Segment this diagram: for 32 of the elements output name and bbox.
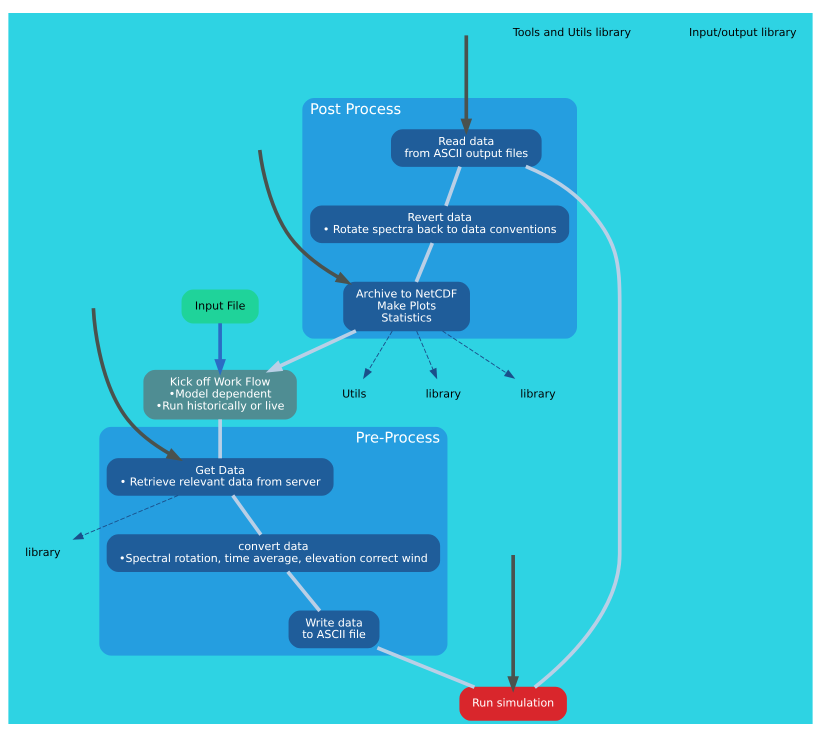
node-box: Write data to ASCII file — [288, 610, 380, 648]
node-box: Read data from ASCII output files — [390, 128, 542, 166]
arrow — [416, 330, 438, 379]
node-text: Utils — [342, 387, 366, 400]
connector — [218, 418, 222, 458]
node-text: library — [426, 387, 462, 400]
label: Input/output library — [689, 26, 797, 39]
node-box: Kick off Work Flow •Model dependent •Run historically or live — [143, 369, 297, 419]
arrow — [92, 308, 183, 461]
node-box: Input File — [182, 289, 259, 323]
connector — [444, 165, 462, 206]
connector — [414, 242, 434, 282]
arrow — [442, 330, 516, 378]
connector — [376, 646, 476, 688]
node-text: library — [520, 387, 556, 400]
connector — [525, 164, 622, 688]
node-box: Run simulation — [459, 686, 567, 720]
label: Tools and Utils library — [512, 26, 631, 39]
arrow — [258, 149, 352, 284]
arrow — [214, 322, 226, 376]
arrow — [72, 494, 179, 540]
node-box: convert data •Spectral rotation, time average, elevation correct wind — [106, 534, 440, 572]
arrow — [460, 34, 472, 135]
node-text: library — [25, 545, 61, 558]
connector — [231, 494, 262, 536]
node-box: Get Data • Retrieve relevant data from server — [106, 458, 334, 496]
arrow — [266, 328, 357, 372]
node-box: Archive to NetCDF Make Plots Statistics — [343, 281, 470, 331]
connector — [286, 570, 322, 612]
node-box: Revert data • Rotate spectra back to data conventions — [310, 204, 570, 243]
arrow — [507, 554, 519, 692]
arrow — [363, 330, 393, 379]
